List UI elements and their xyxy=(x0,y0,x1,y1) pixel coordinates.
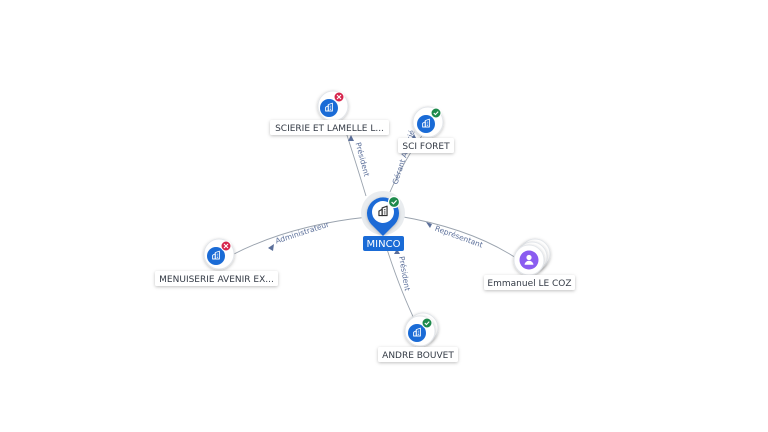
node-label-box xyxy=(484,275,575,290)
center-node[interactable]: MINCO xyxy=(361,191,405,251)
arrow-icon xyxy=(426,222,432,228)
active-status-icon xyxy=(387,195,401,209)
close-icon xyxy=(223,243,229,249)
company-icon-bg xyxy=(320,99,338,117)
person-icon xyxy=(524,254,534,265)
company-icon-bg xyxy=(417,115,435,133)
center-node-inner xyxy=(372,201,394,223)
active-status-icon xyxy=(430,107,442,119)
node-menuiserie[interactable]: MENUISERIE AVENIR EX... xyxy=(155,238,278,286)
node-label-menuiserie: MENUISERIE AVENIR EX... xyxy=(159,275,274,285)
node-label-scierie: SCIERIE ET LAMELLE L... xyxy=(275,124,384,134)
node-label-sci-foret: SCI FORET xyxy=(402,142,450,152)
edge-label-emmanuel: Représentant xyxy=(434,224,484,250)
node-label-andre-bouvet: ANDRE BOUVET xyxy=(382,351,454,361)
node-label-emmanuel: Emmanuel LE COZ xyxy=(487,279,571,289)
active-status-icon xyxy=(421,317,433,329)
edge-label-menuiserie: Administrateur xyxy=(274,219,331,245)
arrow-icon xyxy=(268,244,274,251)
check-icon xyxy=(433,111,439,116)
edge-label-scierie: Président xyxy=(354,141,372,177)
center-node-label: MINCO xyxy=(367,239,401,250)
node-scierie[interactable]: SCIERIE ET LAMELLE L... xyxy=(270,90,389,135)
node-sci-foret[interactable]: SCI FORET xyxy=(398,106,454,153)
center-label-box xyxy=(363,236,404,251)
check-icon xyxy=(424,321,430,326)
company-icon-bg xyxy=(408,324,426,342)
arrow-icon xyxy=(394,249,400,254)
edge-emmanuel xyxy=(397,215,517,259)
node-label-box xyxy=(270,120,389,135)
node-label-box xyxy=(398,138,454,153)
node-label-box xyxy=(378,347,458,362)
node-andre-bouvet[interactable]: ANDRE BOUVET xyxy=(378,312,458,362)
edge-label-andre-bouvet: Président xyxy=(397,256,412,292)
company-icon xyxy=(378,205,388,217)
arrow-icon xyxy=(348,135,354,141)
edge-menuiserie xyxy=(231,216,369,256)
check-icon xyxy=(391,199,398,205)
company-icon-bg xyxy=(207,247,225,265)
node-emmanuel[interactable]: Emmanuel LE COZ xyxy=(484,238,575,290)
close-icon xyxy=(336,94,342,100)
node-label-box xyxy=(155,271,278,286)
